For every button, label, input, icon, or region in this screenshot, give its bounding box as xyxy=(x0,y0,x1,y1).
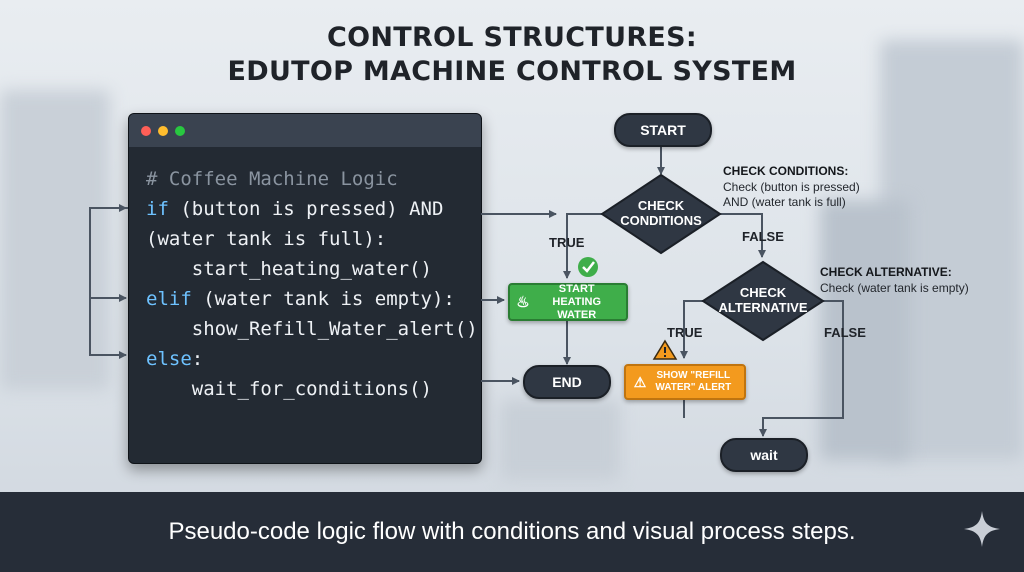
false-label-1: FALSE xyxy=(742,229,784,244)
sparkle-icon xyxy=(964,511,1000,547)
warning-triangle-icon xyxy=(652,339,678,360)
caption-text: Pseudo-code logic flow with conditions a… xyxy=(168,518,856,545)
title-line-2: EDUTOP MACHINE CONTROL SYSTEM xyxy=(227,56,797,87)
loop-connector xyxy=(89,207,128,359)
close-dot-icon[interactable] xyxy=(141,126,151,136)
alt-false-arrow xyxy=(759,300,844,437)
steam-icon: ♨ xyxy=(516,293,530,311)
code-line-elif: elif (water tank is empty): xyxy=(146,288,455,310)
caption-footer: Pseudo-code logic flow with conditions a… xyxy=(0,492,1024,572)
conditions-note-line-2: AND (water tank is full) xyxy=(723,195,846,209)
code-keyword: if xyxy=(146,198,169,220)
start-heating-box: ♨ START HEATING WATER xyxy=(508,283,628,321)
code-window: # Coffee Machine Logic if (button is pre… xyxy=(128,113,482,464)
code-line-if-cont: (water tank is full): xyxy=(146,228,387,250)
background-shape xyxy=(0,90,110,390)
title-line-1: CONTROL STRUCTURES: xyxy=(326,22,698,53)
code-keyword: else xyxy=(146,348,192,370)
warning-triangle-icon: ⚠ xyxy=(633,374,647,390)
start-node: START xyxy=(614,113,712,147)
check-conditions-label: CHECK CONDITIONS xyxy=(620,198,702,228)
refill-alert-label: SHOW "REFILL WATER" ALERT xyxy=(655,370,732,393)
start-heating-label: START HEATING WATER xyxy=(552,282,602,321)
alternative-note-line-1: Check (water tank is empty) xyxy=(820,281,969,295)
false-branch-arrow xyxy=(718,213,766,258)
code-line-comment: # Coffee Machine Logic xyxy=(146,168,398,190)
minimize-dot-icon[interactable] xyxy=(158,126,168,136)
code-line-else: else: xyxy=(146,348,204,370)
code-line-if: if (button is pressed) AND xyxy=(146,198,444,220)
false-label-2: FALSE xyxy=(824,325,866,340)
alt-true-arrow xyxy=(680,300,703,359)
check-alternative-label: CHECK ALTERNATIVE xyxy=(718,285,808,315)
background-shape xyxy=(500,400,620,480)
conditions-note-heading: CHECK CONDITIONS: xyxy=(723,164,849,178)
alternative-note-heading: CHECK ALTERNATIVE: xyxy=(820,265,952,279)
end-node: END xyxy=(523,365,611,399)
code-line-wait: wait_for_conditions() xyxy=(146,378,432,400)
maximize-dot-icon[interactable] xyxy=(175,126,185,136)
true-branch-arrow xyxy=(563,213,602,279)
code-line-refill: show_Refill_Water_alert() xyxy=(146,318,478,340)
wait-node: wait xyxy=(720,438,808,472)
code-line-heating: start_heating_water() xyxy=(146,258,432,280)
conditions-note-line-1: Check (button is pressed) xyxy=(723,180,860,194)
check-alternative-diamond xyxy=(701,260,825,342)
true-label-1: TRUE xyxy=(549,235,585,250)
background-shape xyxy=(820,200,910,460)
window-title-bar xyxy=(129,114,481,147)
true-label-2: TRUE xyxy=(667,325,703,340)
check-conditions-diamond xyxy=(600,173,722,255)
refill-alert-box: ⚠ SHOW "REFILL WATER" ALERT xyxy=(624,364,746,400)
check-circle-icon xyxy=(578,257,598,277)
code-keyword: elif xyxy=(146,288,192,310)
